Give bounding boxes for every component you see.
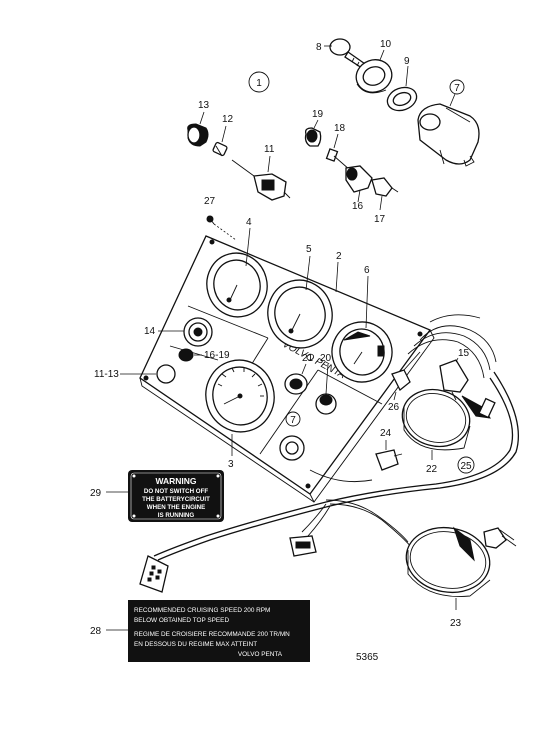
cable-clamp-23 xyxy=(405,526,517,597)
callout-4: 4 xyxy=(246,217,252,228)
harness-plug xyxy=(289,535,317,557)
callout-7-panel: 7 xyxy=(290,415,296,426)
svg-text:VOLVO PENTA: VOLVO PENTA xyxy=(238,651,283,658)
svg-text:IS RUNNING: IS RUNNING xyxy=(158,512,195,519)
callout-18: 18 xyxy=(334,123,346,134)
sealing-ring xyxy=(386,86,418,112)
svg-text:RECOMMENDED CRUISING SPEED 200: RECOMMENDED CRUISING SPEED 200 RPM xyxy=(134,607,270,614)
callout-24: 24 xyxy=(380,428,392,439)
callout-29: 29 xyxy=(90,488,102,499)
svg-text:WHEN THE ENGINE: WHEN THE ENGINE xyxy=(147,504,205,511)
svg-text:EN DESSOUS DU REGIME MAX ATTEI: EN DESSOUS DU REGIME MAX ATTEINT xyxy=(134,641,257,648)
group-number-badge: 1 xyxy=(248,71,270,93)
wire-connector xyxy=(391,351,421,392)
callout-23: 23 xyxy=(450,618,462,629)
panel-ignition-switch xyxy=(279,435,305,461)
callout-2: 2 xyxy=(336,251,342,262)
cruising-speed-plate: RECOMMENDED CRUISING SPEED 200 RPM BELOW… xyxy=(128,600,310,662)
indicator-lamp xyxy=(304,127,322,147)
callout-12: 12 xyxy=(222,114,234,125)
callout-15: 15 xyxy=(458,348,470,359)
callout-28: 28 xyxy=(90,626,102,637)
control-knob xyxy=(187,123,209,147)
callout-26: 26 xyxy=(388,402,400,413)
callout-11-13: 11-13 xyxy=(94,369,119,380)
callout-17: 17 xyxy=(374,214,386,225)
callout-13: 13 xyxy=(198,100,210,111)
svg-text:1: 1 xyxy=(256,78,262,89)
callout-7-switch: 7 xyxy=(454,83,460,94)
gauge-small-left xyxy=(206,252,268,318)
panel-switch xyxy=(183,317,213,347)
callout-11: 11 xyxy=(264,144,275,155)
relay xyxy=(439,359,469,401)
ignition-switch xyxy=(417,103,480,167)
callout-9: 9 xyxy=(404,56,410,67)
multi-pin-plug xyxy=(139,555,169,593)
gauge-center xyxy=(267,279,333,349)
callout-16: 16 xyxy=(352,201,364,212)
callout-10: 10 xyxy=(380,39,392,50)
bulb xyxy=(371,177,399,197)
nut xyxy=(212,141,228,157)
relay-24 xyxy=(375,449,403,471)
svg-text:DO NOT SWITCH OFF: DO NOT SWITCH OFF xyxy=(144,488,208,495)
cable-harness xyxy=(153,371,519,561)
warning-lamp xyxy=(284,373,308,395)
callout-5: 5 xyxy=(306,244,312,255)
callout-25: 25 xyxy=(460,461,472,472)
alarm-buzzer xyxy=(315,393,337,415)
callout-21: 21 xyxy=(302,353,314,364)
callout-16-19: 16-19 xyxy=(204,350,230,361)
svg-text:REGIME DE CROISIERE RECOMMANDE: REGIME DE CROISIERE RECOMMANDE 200 TR/MN xyxy=(134,631,290,638)
svg-text:THE BATTERYCIRCUIT: THE BATTERYCIRCUIT xyxy=(142,496,210,503)
bulb-holder xyxy=(345,165,373,193)
key-switch-bezel xyxy=(355,59,393,94)
drawing-number: 5365 xyxy=(356,652,379,663)
warning-plate: WARNING DO NOT SWITCH OFF THE BATTERYCIR… xyxy=(128,470,224,522)
callout-6: 6 xyxy=(364,265,370,276)
callout-22: 22 xyxy=(426,464,438,475)
svg-text:BELOW OBTAINED TOP SPEED: BELOW OBTAINED TOP SPEED xyxy=(134,617,229,624)
mounting-screw xyxy=(206,215,215,225)
panel-wiring xyxy=(407,314,497,379)
gauge-right xyxy=(331,321,393,383)
callout-8: 8 xyxy=(316,42,322,53)
tachometer xyxy=(205,359,275,433)
svg-text:WARNING: WARNING xyxy=(155,476,196,486)
callout-3: 3 xyxy=(228,459,234,470)
cable-clamp-22 xyxy=(401,388,496,451)
panel-knob xyxy=(156,364,176,384)
toggle-switch xyxy=(231,159,291,201)
lamp-socket xyxy=(325,148,351,171)
panel-indicator-lamp xyxy=(178,348,194,362)
callout-14: 14 xyxy=(144,326,156,337)
callout-20: 20 xyxy=(320,353,332,364)
callout-19: 19 xyxy=(312,109,324,120)
callout-27: 27 xyxy=(204,196,216,207)
